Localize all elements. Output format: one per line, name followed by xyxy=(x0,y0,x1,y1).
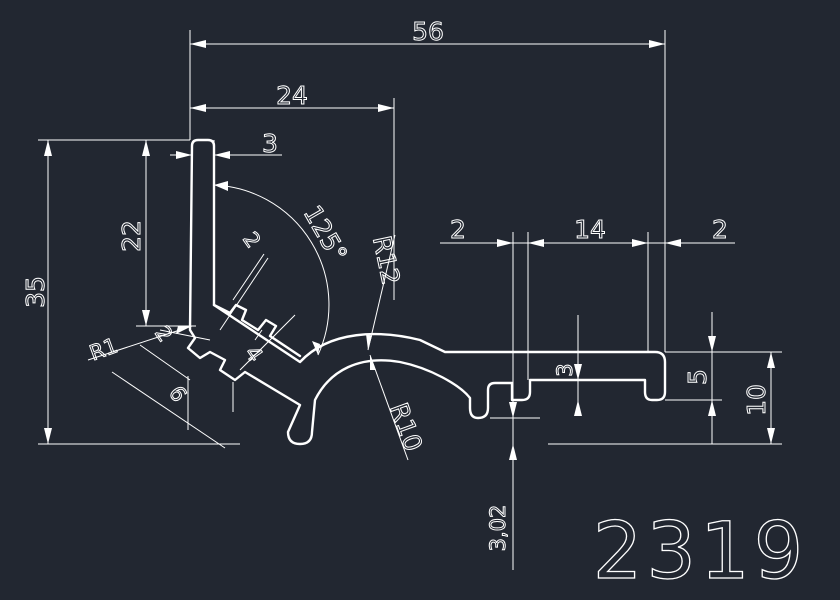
dim-wall-top: 3 xyxy=(262,129,278,158)
dim-height-total: 35 xyxy=(21,276,50,308)
dim-leg-width: 24 xyxy=(276,81,308,110)
dim-flange-height: 5 xyxy=(683,369,712,385)
dim-radius-corner: R1 xyxy=(86,333,120,365)
dim-bottom-offset: 3,02 xyxy=(486,505,510,552)
dim-slot-left: 2 xyxy=(450,215,466,244)
dim-radius-inner: R10 xyxy=(384,399,428,455)
dim-slot-right: 2 xyxy=(712,215,728,244)
dim-slot-height: 3 xyxy=(553,363,577,376)
dim-slot-width: 14 xyxy=(574,215,606,244)
profile-outline xyxy=(186,138,667,446)
dim-overall-width: 56 xyxy=(412,17,444,46)
dim-groove-width: 4 xyxy=(240,342,267,367)
dim-base-height: 10 xyxy=(742,384,771,416)
dim-groove-depth-a: 2 xyxy=(238,228,265,253)
part-number: 2319 xyxy=(593,507,808,597)
dim-groove-pitch: 6 xyxy=(164,382,191,407)
arrowheads xyxy=(44,40,775,460)
dimension-lines xyxy=(38,30,782,570)
dim-radius-outer: R12 xyxy=(367,233,406,287)
dim-groove-depth-b: 2 xyxy=(150,322,177,347)
dim-height-leg: 22 xyxy=(117,220,146,252)
